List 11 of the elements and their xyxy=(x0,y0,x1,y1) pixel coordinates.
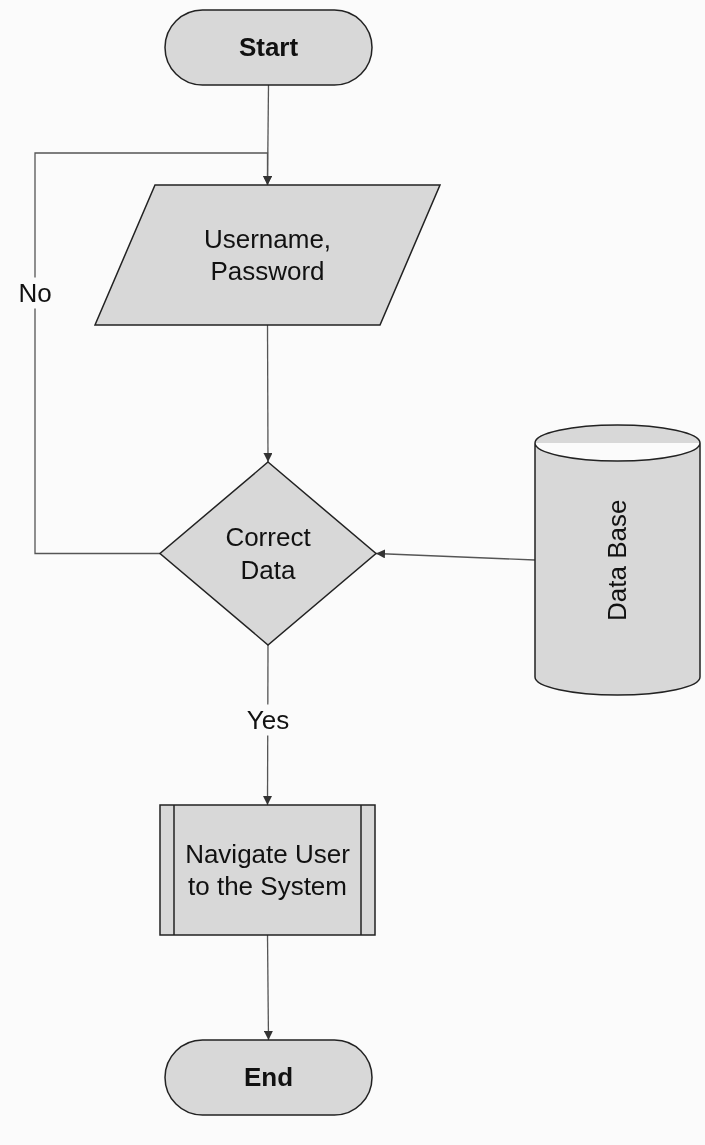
edge-label: Yes xyxy=(244,704,292,736)
node-label: End xyxy=(243,1061,294,1094)
arrow xyxy=(263,934,273,1041)
node-label: Username, Password xyxy=(202,222,333,288)
node-label: Correct Data xyxy=(224,521,312,586)
arrow xyxy=(34,152,272,555)
arrow xyxy=(263,324,273,463)
node-label: Start xyxy=(238,31,299,64)
node-label: Data Base xyxy=(601,499,634,621)
node-label: Navigate User to the System xyxy=(184,837,351,903)
arrow xyxy=(375,549,536,561)
